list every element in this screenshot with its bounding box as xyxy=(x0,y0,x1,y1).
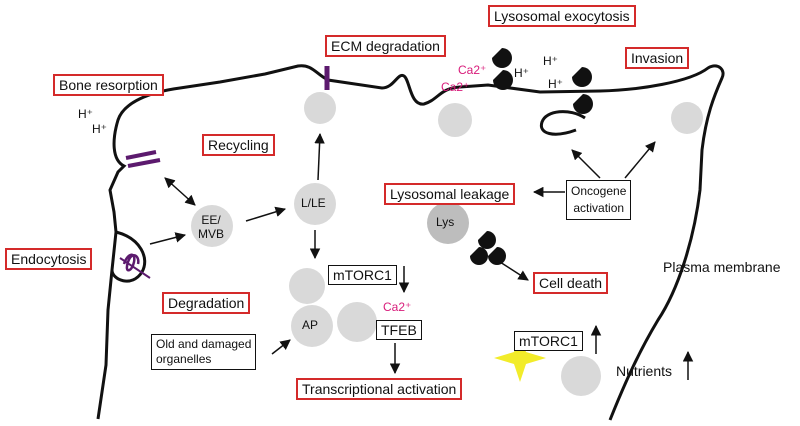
arrow-lys-to-celldeath xyxy=(499,261,529,281)
label-h-plus-3: H⁺ xyxy=(514,66,529,80)
exocytosis-vesicle xyxy=(438,103,472,137)
label-h-plus-1: H⁺ xyxy=(78,107,93,121)
label-plasma-membrane: Plasma membrane xyxy=(663,259,781,275)
plasma-membrane-outline xyxy=(96,64,725,421)
arrow-bone-to-eemvb xyxy=(164,177,196,206)
label-ecm-degradation: ECM degradation xyxy=(325,35,446,57)
lys-vesicle xyxy=(427,202,469,244)
ee-mvb-vesicle xyxy=(191,205,233,247)
label-lysosomal-leakage: Lysosomal leakage xyxy=(384,183,516,205)
arrow-oncogene-to-invasion xyxy=(624,141,656,179)
enzyme-icons xyxy=(470,48,593,265)
membrane-pocket xyxy=(539,110,586,136)
label-transcriptional-activation: Transcriptional activation xyxy=(296,378,463,400)
label-l-le: L/LE xyxy=(301,196,326,210)
label-cell-death: Cell death xyxy=(533,272,609,294)
arrow-oncogene-to-exocytosis xyxy=(571,149,601,179)
label-lys: Lys xyxy=(436,215,455,229)
label-endocytosis: Endocytosis xyxy=(5,248,93,270)
label-degradation: Degradation xyxy=(162,292,251,314)
receptor-marker xyxy=(125,150,161,168)
label-ap: AP xyxy=(302,318,319,332)
nutrient-star-icon xyxy=(494,335,546,382)
box-oncogene-activation: Oncogene activation xyxy=(566,180,632,220)
endocytosis-cargo-line xyxy=(119,257,151,279)
arrow-lle-to-ecm xyxy=(314,132,325,181)
box-tfeb: TFEB xyxy=(376,320,422,340)
label-h-plus-4: H⁺ xyxy=(543,54,558,68)
tfeb-vesicle xyxy=(337,302,377,342)
label-h-plus-2: H⁺ xyxy=(92,122,107,136)
label-recycling: Recycling xyxy=(202,134,275,156)
endocytosis-cargo xyxy=(122,253,140,272)
autophagy-vesicle-1 xyxy=(289,268,325,304)
label-bone-resorption: Bone resorption xyxy=(53,74,164,96)
invasion-vesicle xyxy=(671,102,703,134)
l-le-vesicle xyxy=(294,183,336,225)
label-ca2-2: Ca2⁺ xyxy=(441,80,470,94)
arrow-old-organelles-to-ap xyxy=(271,339,291,355)
box-old-damaged-organelles: Old and damaged organelles xyxy=(151,334,257,370)
label-ca2-3: Ca2⁺ xyxy=(383,300,412,314)
ap-vesicle xyxy=(291,305,333,347)
label-h-plus-5: H⁺ xyxy=(548,77,563,91)
label-ca2-1: Ca2⁺ xyxy=(458,63,487,77)
arrow-endocytosis-to-eemvb xyxy=(149,232,187,245)
ecm-vesicle xyxy=(304,92,336,124)
label-lysosomal-exocytosis: Lysosomal exocytosis xyxy=(488,5,636,27)
box-mtorc1-top: mTORC1 xyxy=(328,265,397,285)
label-ee-mvb: EE/ MVB xyxy=(198,213,225,242)
arrow-eemvb-to-lle xyxy=(245,206,287,222)
label-invasion: Invasion xyxy=(625,47,690,69)
box-mtorc1-bottom: mTORC1 xyxy=(514,331,583,351)
nutrient-vesicle xyxy=(561,356,601,396)
label-nutrients: Nutrients xyxy=(616,363,673,379)
